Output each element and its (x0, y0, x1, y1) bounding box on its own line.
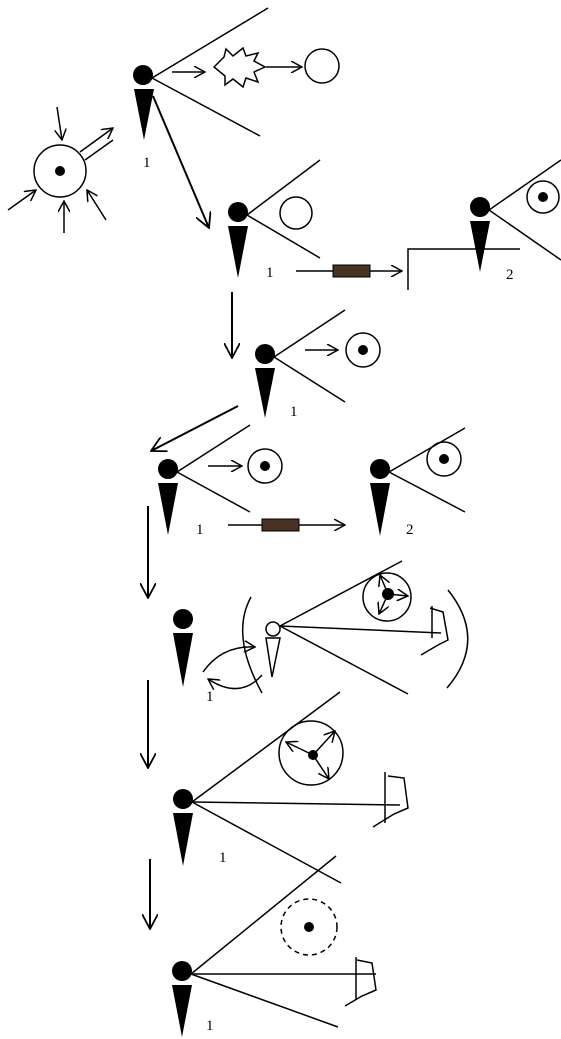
small-observer-icon (265, 621, 281, 678)
field-of-view-lines (191, 691, 401, 884)
stage-6-reflected-view: 1 (150, 691, 409, 929)
observer-label: 2 (506, 267, 514, 283)
field-of-view-lines (279, 560, 442, 695)
observer-icon (173, 789, 193, 866)
source-particle-icon (33, 144, 87, 198)
light-particle-icon (247, 448, 283, 484)
stage-4-shared-perception: 1 2 (148, 424, 466, 598)
observer-label: 1 (196, 522, 204, 538)
observer-icon (255, 344, 275, 418)
field-of-view-lines (488, 159, 561, 261)
observer-label: 2 (406, 522, 414, 538)
incoming-arrows (7, 106, 107, 233)
vanished-particle-icon (280, 898, 338, 956)
observer-label: 1 (143, 155, 151, 171)
observer-icon (172, 961, 192, 1037)
light-particle-icon (426, 441, 462, 477)
mirror-icon (372, 772, 409, 828)
field-of-view-lines (388, 427, 466, 513)
return-arrows (202, 647, 263, 689)
field-of-view-lines (151, 7, 269, 137)
flow-arrow-icon (151, 405, 239, 451)
observer-label: 1 (206, 1018, 214, 1034)
observer-label: 1 (219, 850, 227, 866)
stage-3-perception: 1 (151, 309, 381, 451)
mirror-icon (344, 957, 377, 1007)
stage-7-after-image: 1 (172, 855, 377, 1037)
light-particle-icon (345, 332, 381, 368)
transmitter-icon (296, 264, 402, 278)
stage-5-reflection: 1 (148, 560, 469, 768)
field-of-view-lines (246, 159, 321, 259)
barrier-icon (407, 248, 520, 290)
light-particle-icon (279, 196, 313, 230)
mirror-icon (420, 606, 449, 656)
observer-label: 1 (290, 404, 298, 420)
observer-icon (228, 202, 248, 278)
flow-arrow-icon (152, 95, 209, 228)
transmitter-icon (228, 518, 345, 532)
observer-icon (370, 459, 390, 536)
field-of-view-lines (190, 855, 376, 1028)
light-particle-icon (304, 48, 340, 84)
stage-2-transmission: 1 2 (228, 159, 561, 358)
field-of-view-lines (176, 424, 251, 513)
observer-label: 1 (206, 689, 214, 705)
outgoing-double-arrow-icon (79, 128, 113, 161)
field-of-view-lines (273, 309, 346, 403)
observer-icon (470, 197, 490, 272)
observer-icon (158, 459, 178, 535)
explosion-icon (212, 46, 267, 89)
stage-1-emission: 1 (7, 7, 340, 233)
observer-label: 1 (266, 265, 274, 281)
light-particle-icon (526, 180, 560, 214)
bracket-arcs (241, 589, 469, 694)
observer-icon (173, 609, 193, 687)
rotating-particle-icon (278, 720, 344, 786)
observer-icon (133, 65, 154, 140)
rotating-particle-icon (362, 572, 412, 622)
